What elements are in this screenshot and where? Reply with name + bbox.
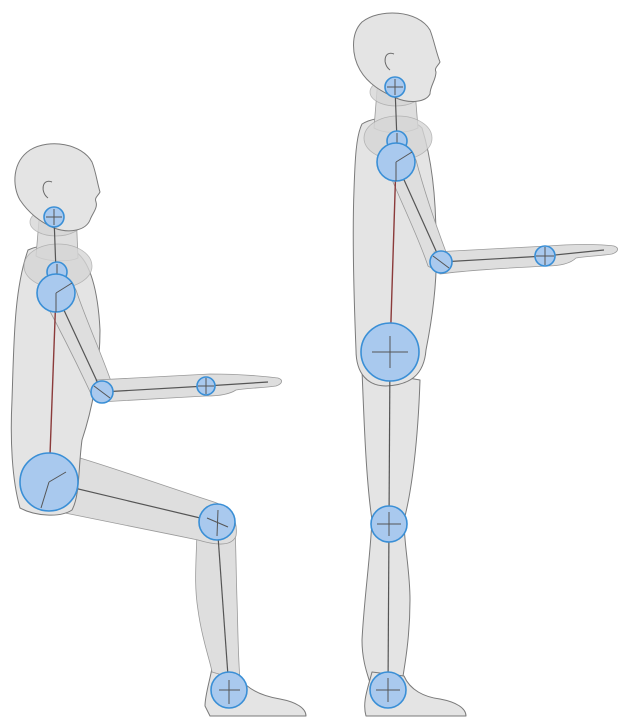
standing-forearm — [434, 245, 618, 275]
seated-figure — [11, 144, 306, 716]
standing-hip-joint — [361, 323, 419, 381]
seated-shoulder-joint — [37, 274, 75, 312]
standing-knee-joint — [371, 506, 407, 542]
standing-neck-joint — [385, 77, 405, 97]
seated-lower-leg — [196, 528, 240, 680]
seated-elbow-joint — [91, 381, 113, 403]
seated-knee-joint — [199, 504, 235, 540]
standing-shoulder-joint — [377, 143, 415, 181]
seated-neck-joint — [44, 207, 64, 227]
seated-ankle-joint — [211, 672, 247, 708]
standing-figure — [353, 13, 617, 716]
seated-forearm — [96, 374, 282, 402]
standing-ankle-joint — [370, 672, 406, 708]
seated-wrist-joint — [197, 377, 215, 395]
standing-wrist-joint — [535, 246, 555, 266]
standing-elbow-joint — [430, 251, 452, 273]
seated-hip-joint — [20, 453, 78, 511]
